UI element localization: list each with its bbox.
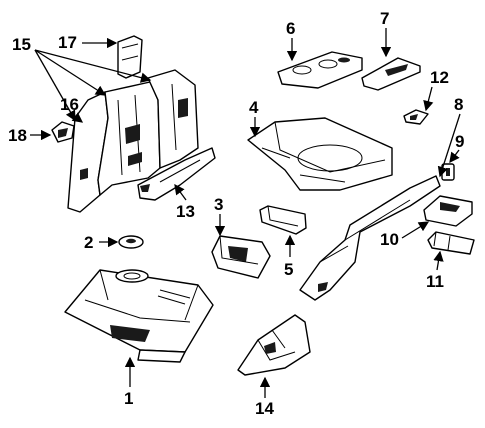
callout-10: 10	[380, 230, 399, 249]
part-9-clip	[441, 163, 455, 181]
leader-lines	[30, 28, 461, 398]
callout-5: 5	[284, 260, 293, 279]
callout-7: 7	[380, 9, 389, 28]
callout-11: 11	[426, 272, 444, 291]
part-8-rail	[299, 175, 441, 301]
part-13-bracket	[137, 147, 216, 201]
part-6-shelf	[277, 51, 363, 89]
part-18-clip	[51, 121, 75, 143]
callout-8: 8	[454, 95, 463, 114]
part-7-bracket	[361, 57, 421, 91]
callout-3: 3	[214, 195, 223, 214]
callout-17: 17	[58, 33, 77, 52]
callout-14: 14	[255, 399, 274, 418]
part-5-support	[259, 205, 307, 235]
callout-1: 1	[124, 389, 133, 408]
callout-2: 2	[84, 233, 93, 252]
part-1-floor-pan	[64, 269, 214, 363]
callout-12: 12	[430, 68, 449, 87]
callout-6: 6	[286, 19, 295, 38]
part-14-support	[237, 314, 311, 376]
callout-18: 18	[8, 126, 27, 145]
callout-9: 9	[455, 132, 464, 151]
callout-labels: 1 2 3 4 5 6 7 8 9 10 11 12 13 14 15 16 1…	[8, 9, 464, 418]
part-3-bracket	[211, 235, 271, 279]
part-12-clip	[403, 109, 429, 125]
part-17-bracket	[117, 35, 143, 79]
part-10-bracket	[423, 195, 473, 227]
part-2-plug	[118, 235, 144, 249]
part-11-bracket	[427, 231, 475, 255]
part-4-tire-well	[247, 117, 393, 191]
callout-15: 15	[12, 35, 31, 54]
callout-16: 16	[60, 95, 79, 114]
callout-13: 13	[176, 202, 195, 221]
callout-4: 4	[249, 98, 259, 117]
